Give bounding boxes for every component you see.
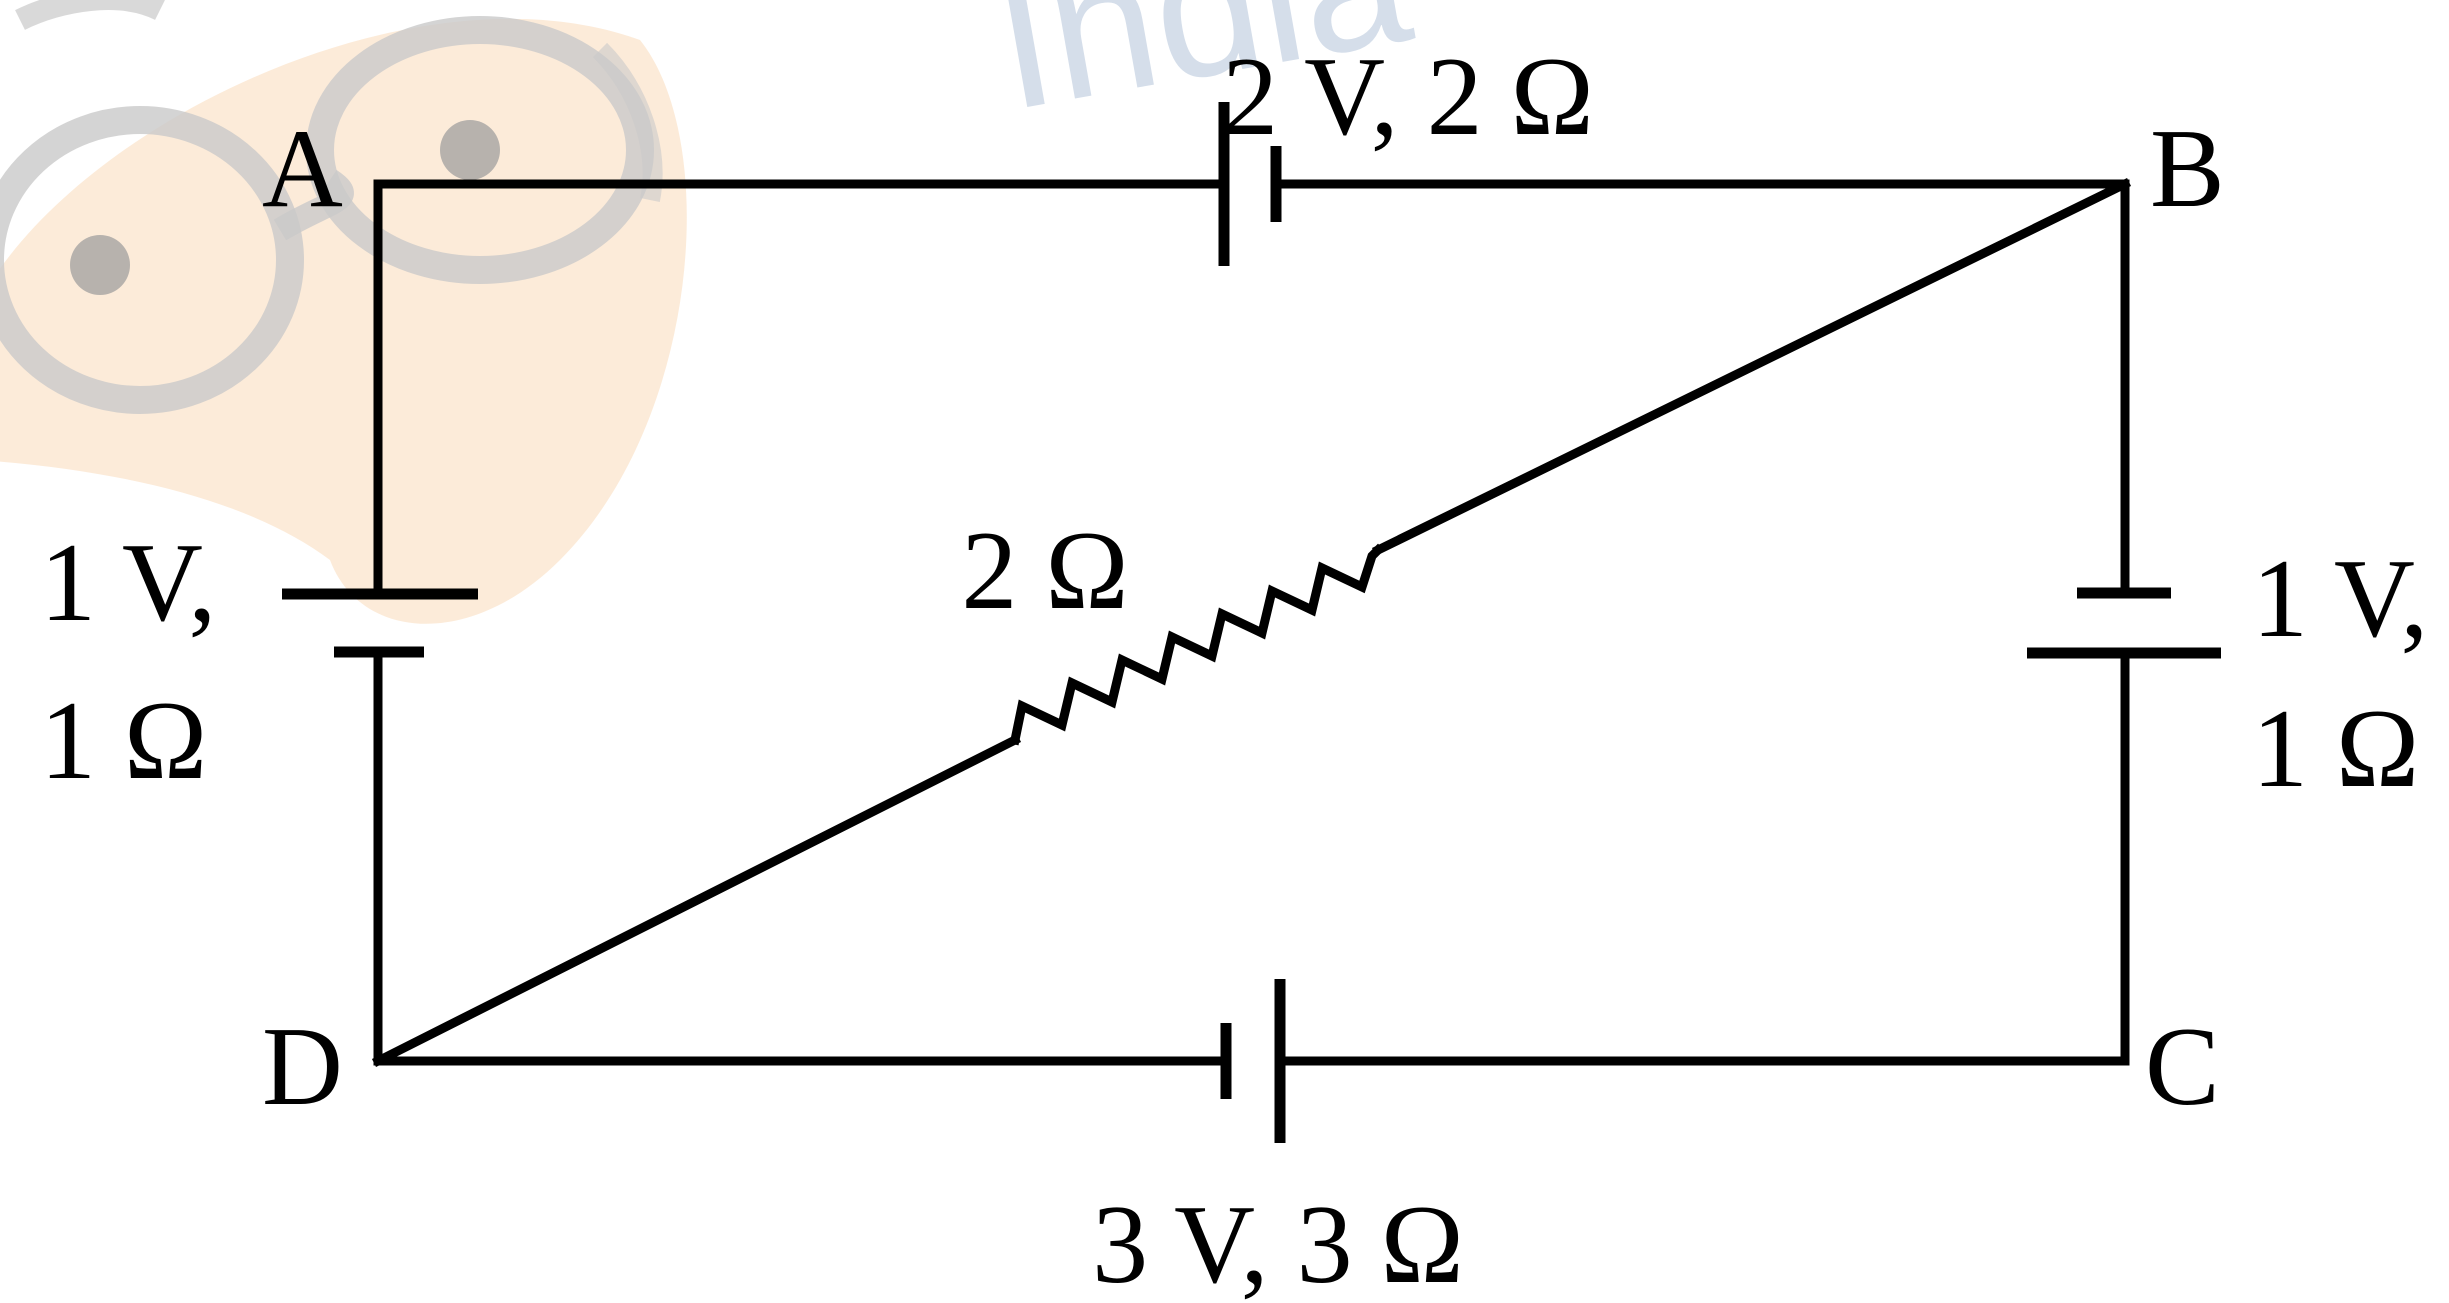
node-label-c: C [2145, 1005, 2220, 1129]
node-label-b: B [2150, 107, 2225, 231]
battery-ad [282, 588, 478, 658]
resistor-db-label: 2 Ω [961, 509, 1128, 633]
wire-resistor-to-b [1371, 177, 2132, 557]
wires [371, 177, 2132, 1068]
battery-ad-label-line1: 1 V, [40, 521, 216, 645]
battery-ab [1218, 102, 1282, 266]
wire-d-to-resistor [371, 733, 1022, 1068]
battery-dc-label: 3 V, 3 Ω [1092, 1183, 1464, 1303]
battery-bc-label-line2: 1 Ω [2252, 687, 2419, 811]
node-label-a: A [262, 107, 343, 231]
battery-ad-label-line2: 1 Ω [40, 679, 207, 803]
battery-bc-label-line1: 1 V, [2252, 537, 2428, 661]
resistor-db [1009, 543, 1385, 746]
battery-dc [1220, 979, 1286, 1143]
watermark: India [0, 0, 1423, 624]
battery-bc [2027, 587, 2221, 659]
node-label-d: D [262, 1005, 343, 1129]
battery-ab-label: 2 V, 2 Ω [1222, 35, 1594, 159]
